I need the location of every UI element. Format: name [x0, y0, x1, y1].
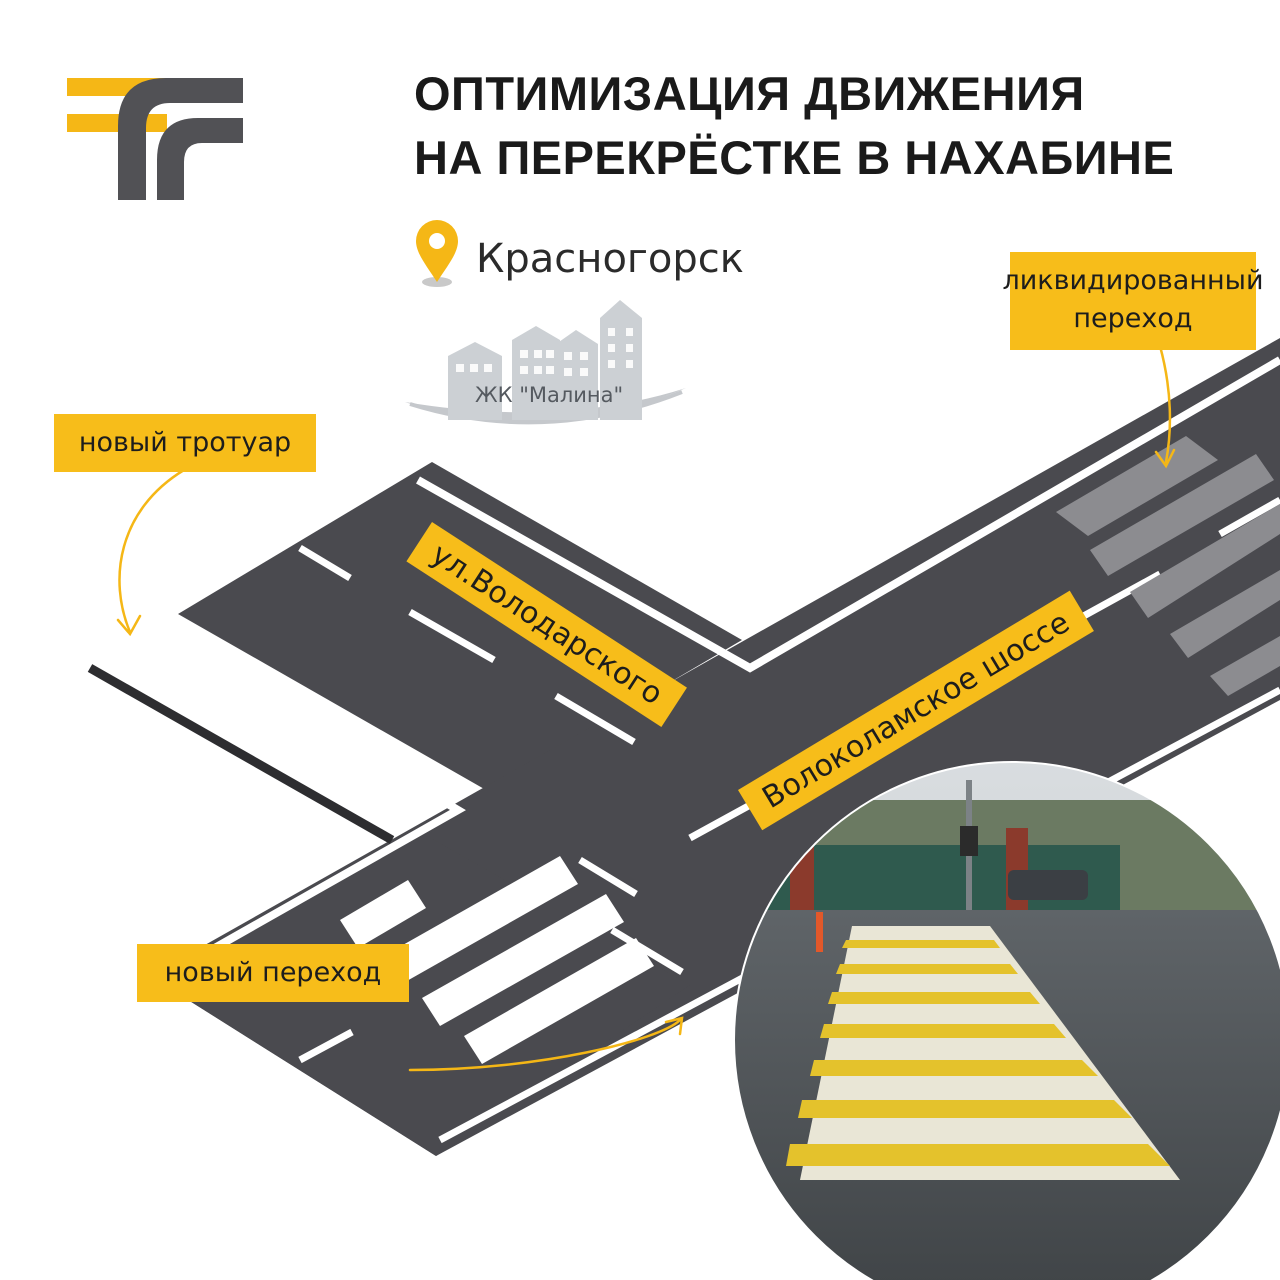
- title-line-1: ОПТИМИЗАЦИЯ ДВИЖЕНИЯ: [414, 67, 1085, 120]
- callout-removed-line2: переход: [1073, 303, 1193, 334]
- removed-crossing-zebra: [1056, 436, 1280, 696]
- title-line-2: НА ПЕРЕКРЁСТКЕ В НАХАБИНЕ: [414, 131, 1175, 184]
- callout-new-crossing: новый переход: [137, 944, 409, 1002]
- arrow-to-new: [408, 1018, 682, 1072]
- crosswalk-photo: [734, 762, 1280, 1280]
- callout-removed-crossing: ликвидированный переход: [1002, 252, 1264, 350]
- arrow-to-removed: [1158, 344, 1172, 464]
- location-pin-icon: [416, 220, 458, 287]
- page-title: ОПТИМИЗАЦИЯ ДВИЖЕНИЯ НА ПЕРЕКРЁСТКЕ В НА…: [414, 62, 1174, 190]
- new-crossing-zebra: [340, 856, 654, 1064]
- city-label: Красногорск: [476, 236, 744, 282]
- arrow-to-sidewalk: [118, 468, 186, 634]
- buildings-icon: [405, 300, 686, 425]
- arrows: [116, 344, 1176, 1072]
- road-logo-icon: [67, 78, 243, 200]
- new-sidewalk-line: [87, 664, 395, 844]
- callout-removed-line1: ликвидированный: [1002, 265, 1264, 296]
- callout-new-sidewalk: новый тротуар: [54, 414, 316, 472]
- landmark-label: ЖК "Малина": [475, 383, 624, 407]
